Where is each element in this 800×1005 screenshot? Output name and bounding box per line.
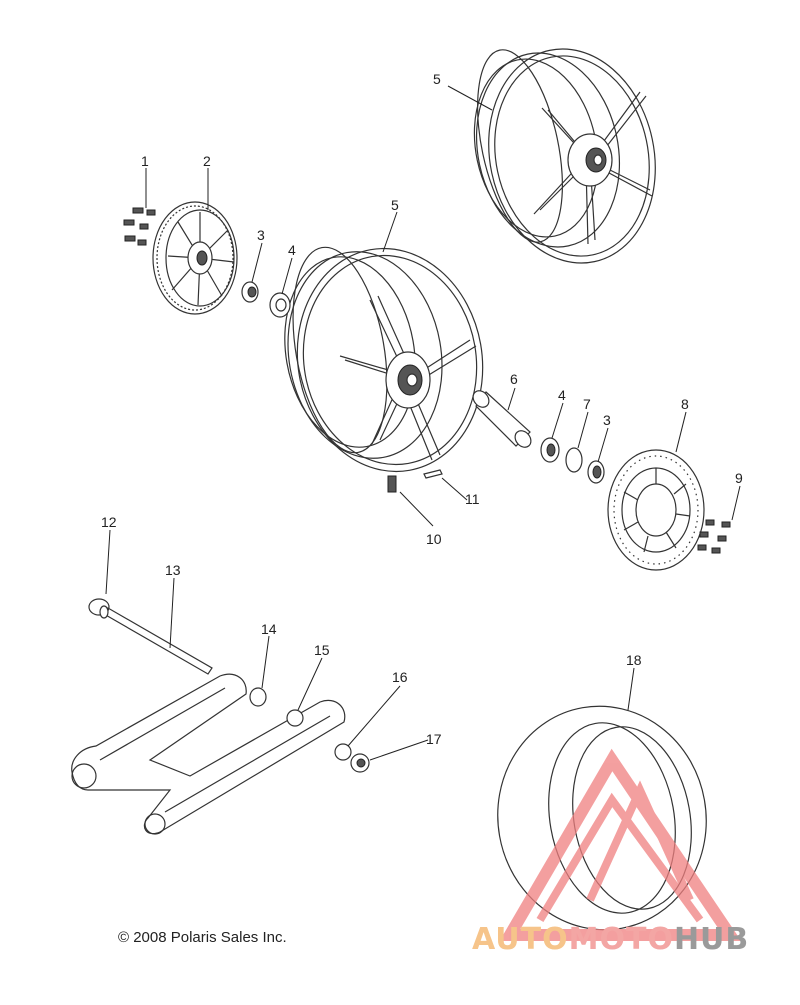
callout-2: 2	[203, 153, 211, 169]
watermark-triangle	[499, 748, 742, 941]
spacer-6	[472, 390, 532, 448]
wheel-upper	[473, 48, 656, 264]
bolts-9	[697, 519, 731, 554]
bearing-3-left	[241, 281, 259, 303]
spacer-15	[286, 709, 304, 727]
watermark-auto: AUTO	[472, 922, 569, 957]
callout-15: 15	[314, 642, 330, 658]
adjuster-16	[334, 743, 352, 761]
spacer-14	[249, 687, 267, 707]
seal-3-right	[587, 460, 605, 484]
callout-17: 17	[426, 731, 442, 747]
callout-16: 16	[392, 669, 408, 685]
leader-lines	[105, 85, 741, 761]
tire-18	[497, 705, 707, 931]
bolts-1	[123, 207, 156, 246]
valve-10	[387, 475, 397, 493]
callout-1: 1	[141, 153, 149, 169]
pin-11	[423, 469, 443, 479]
callout-3: 3	[257, 227, 265, 243]
callout-9: 9	[735, 470, 743, 486]
copyright-text: © 2008 Polaris Sales Inc.	[118, 929, 287, 946]
swingarm	[71, 673, 346, 835]
wheel-middle	[284, 246, 484, 473]
callout-5-middle: 5	[391, 197, 399, 213]
callout-6: 6	[510, 371, 518, 387]
callout-8: 8	[681, 396, 689, 412]
snap-ring-7	[565, 447, 583, 473]
callout-12: 12	[101, 514, 117, 530]
callout-10: 10	[426, 531, 442, 547]
callout-4: 4	[288, 242, 296, 258]
nut-17	[350, 753, 370, 773]
callout-18: 18	[626, 652, 642, 668]
callout-14: 14	[261, 621, 277, 637]
axle-13	[99, 605, 213, 675]
bearing-4-right	[540, 437, 560, 463]
callout-11: 11	[465, 491, 480, 507]
watermark-moto: MOTO	[568, 922, 674, 957]
callout-4-right: 4	[558, 387, 566, 403]
watermark-logo: AUTOMOTOHUB	[472, 922, 749, 957]
brake-disc-8	[607, 449, 705, 571]
callout-13: 13	[165, 562, 181, 578]
callout-7: 7	[583, 396, 591, 412]
pulley-2	[152, 201, 238, 315]
callout-5-upper: 5	[433, 71, 441, 87]
bearing-4-left	[269, 292, 291, 318]
callout-3-right: 3	[603, 412, 611, 428]
watermark-hub: HUB	[673, 922, 750, 957]
callouts: 1 2 3 4 5 5 6 4 7 3 8 9 12 13 10 11 14 1…	[101, 71, 743, 747]
